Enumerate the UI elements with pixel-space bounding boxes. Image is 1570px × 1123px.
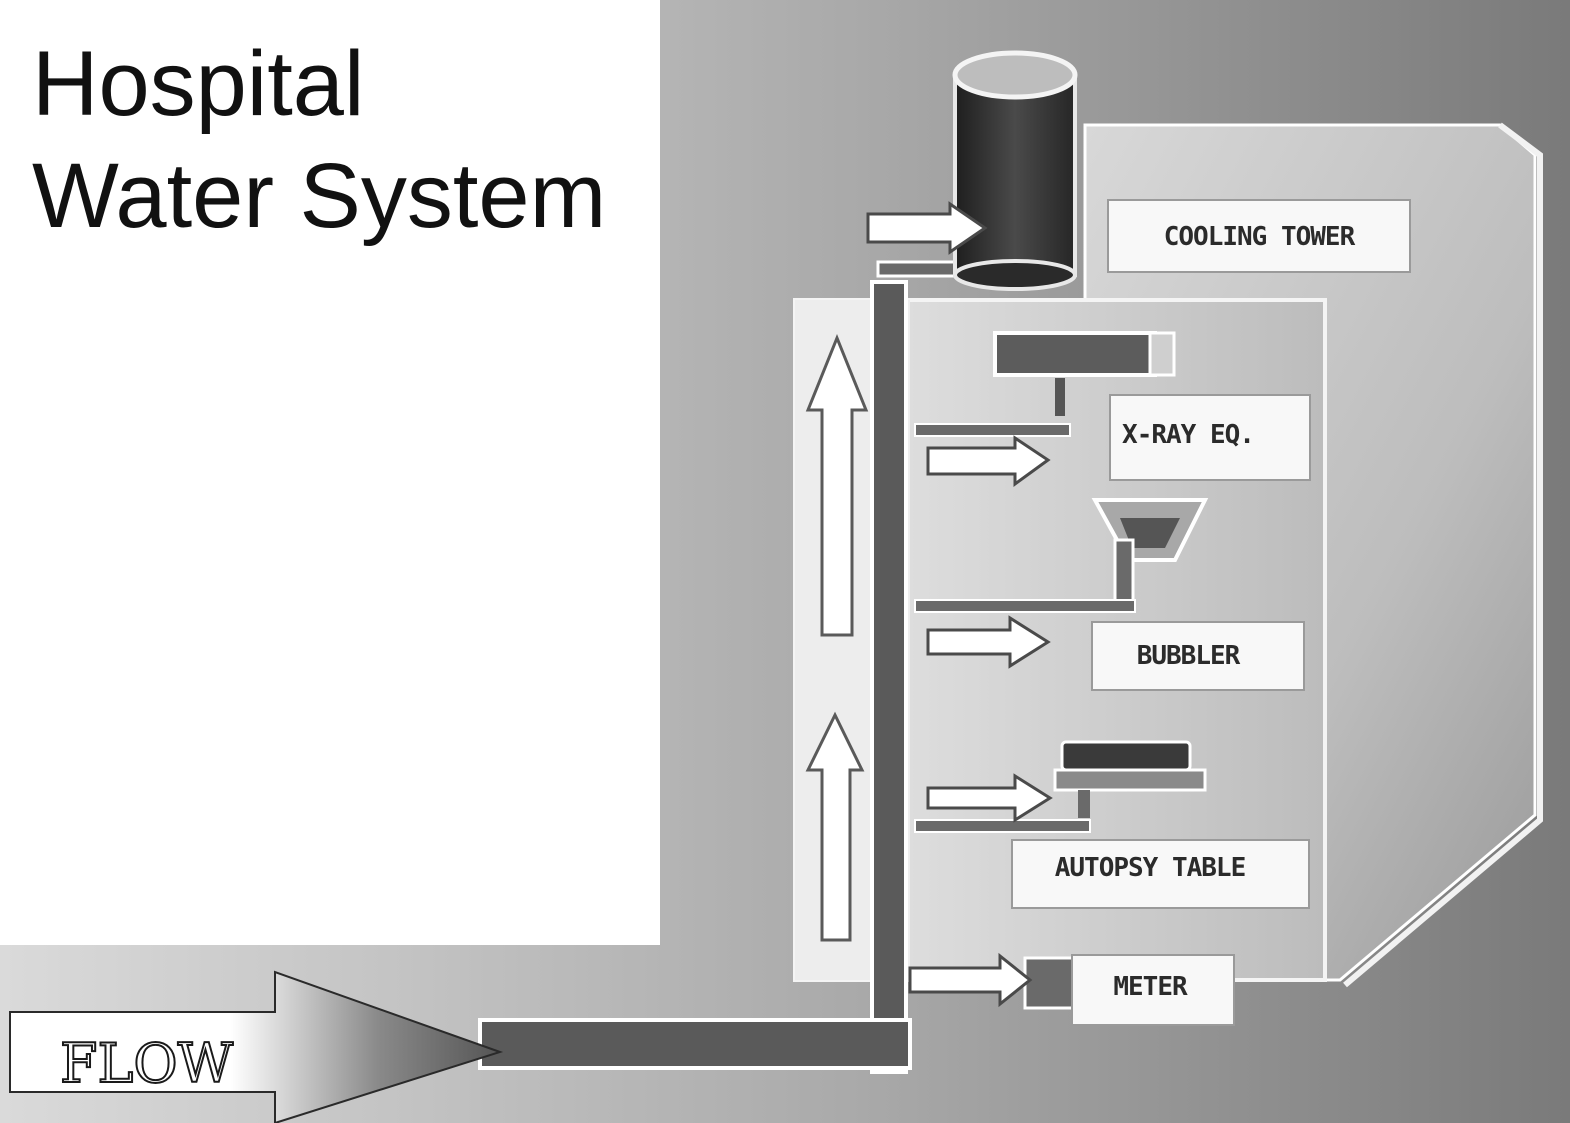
label-box-xray: X-RAY EQ. [1109, 394, 1311, 481]
label-bubbler: BUBBLER [1137, 641, 1241, 671]
label-box-cooling-tower: COOLING TOWER [1107, 199, 1411, 273]
label-cooling-tower: COOLING TOWER [1164, 222, 1356, 252]
autopsy-table [914, 740, 1207, 833]
main-pipe [478, 260, 1000, 1074]
title-line-2: Water System [32, 145, 607, 247]
arrow-to-cooling-tower [866, 201, 988, 255]
label-flow: FLOW [60, 1032, 234, 1095]
label-box-bubbler: BUBBLER [1091, 621, 1305, 691]
flow-arrow [9, 970, 504, 1123]
label-xray: X-RAY EQ. [1122, 420, 1254, 450]
xray-equipment [914, 331, 1176, 487]
label-autopsy-table: AUTOPSY TABLE [1055, 853, 1246, 883]
label-meter: METER [1113, 972, 1188, 1002]
bubbler-fixture [914, 498, 1209, 669]
label-box-meter: METER [1071, 954, 1235, 1026]
page-title: Hospital Water System [32, 28, 606, 252]
cooling-tower-tank [952, 50, 1078, 291]
title-line-1: Hospital [32, 33, 365, 135]
label-box-autopsy: AUTOPSY TABLE [1011, 839, 1310, 909]
up-arrow-bottom [805, 711, 865, 942]
up-arrow-top [805, 333, 869, 637]
